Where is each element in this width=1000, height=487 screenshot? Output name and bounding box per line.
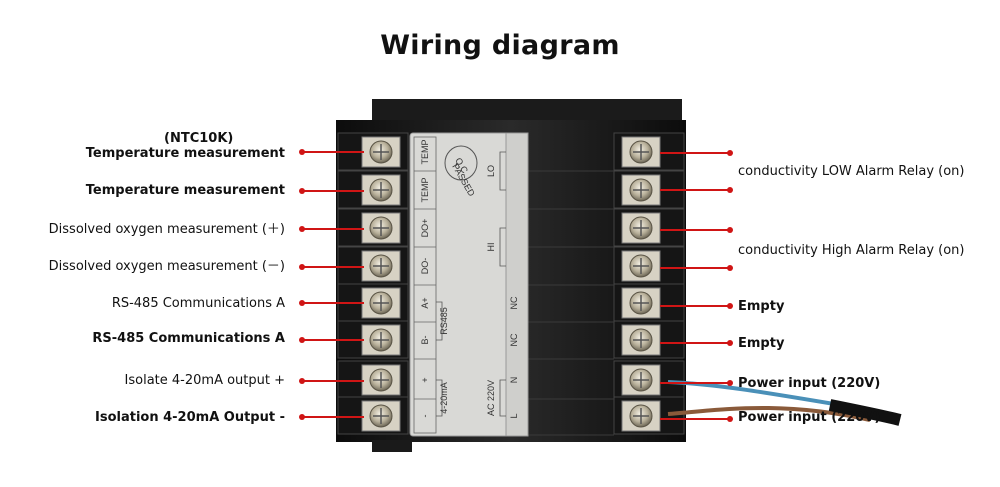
ntc-sensor-note: (NTC10K)	[164, 131, 234, 146]
right-terminal-block	[528, 132, 685, 436]
left-label-do-plus: Dissolved oxygen measurement (＋)	[48, 222, 285, 237]
panel-ac220-group: AC 220V	[486, 380, 496, 416]
diagram-title: Wiring diagram	[380, 30, 620, 61]
panel-left-term-4: DO-	[420, 258, 430, 275]
panel-right-term-8: L	[509, 413, 519, 418]
qc-passed-stamp	[444, 145, 478, 181]
power-cable-brown	[667, 405, 871, 422]
panel-relay-hi: HI	[486, 243, 496, 252]
panel-left-term-1: TEMP	[420, 139, 430, 164]
left-label-temp-2: Temperature measurement	[85, 183, 285, 198]
panel-420ma-group: 4-20mA	[439, 382, 449, 414]
panel-left-term-6: B-	[420, 335, 430, 344]
left-label-rs485-b: RS-485 Communications A	[92, 331, 285, 346]
panel-rs485-group: RS485	[439, 307, 449, 335]
panel-left-term-2: TEMP	[420, 177, 430, 202]
right-label-empty-2: Empty	[738, 336, 785, 351]
left-label-420-minus: Isolation 4-20mA Output -	[95, 410, 285, 425]
right-label-low-alarm: conductivity LOW Alarm Relay (on)	[738, 164, 965, 179]
panel-left-term-8: -	[420, 415, 430, 418]
panel-right-term-5: NC	[509, 296, 519, 309]
right-label-high-alarm: conductivity High Alarm Relay (on)	[738, 243, 965, 258]
panel-left-term-7: +	[420, 377, 430, 382]
left-label-temp-1: Temperature measurement	[85, 146, 285, 161]
panel-right-term-7: N	[509, 377, 519, 384]
panel-relay-lo: LO	[486, 165, 496, 177]
panel-right-term-6: NC	[509, 333, 519, 346]
right-label-empty-1: Empty	[738, 299, 785, 314]
left-terminal-block	[337, 132, 409, 435]
panel-left-term-3: DO+	[420, 219, 430, 238]
power-cable-sheath	[828, 399, 902, 426]
right-label-power-2: Power input (220V)	[738, 410, 881, 425]
left-label-420-plus: Isolate 4-20mA output +	[124, 373, 285, 388]
right-label-power-1: Power input (220V)	[738, 376, 881, 391]
panel-left-term-5: A+	[420, 297, 430, 308]
left-label-do-minus: Dissolved oxygen measurement (－)	[48, 259, 285, 274]
left-label-rs485-a: RS-485 Communications A	[111, 296, 285, 311]
